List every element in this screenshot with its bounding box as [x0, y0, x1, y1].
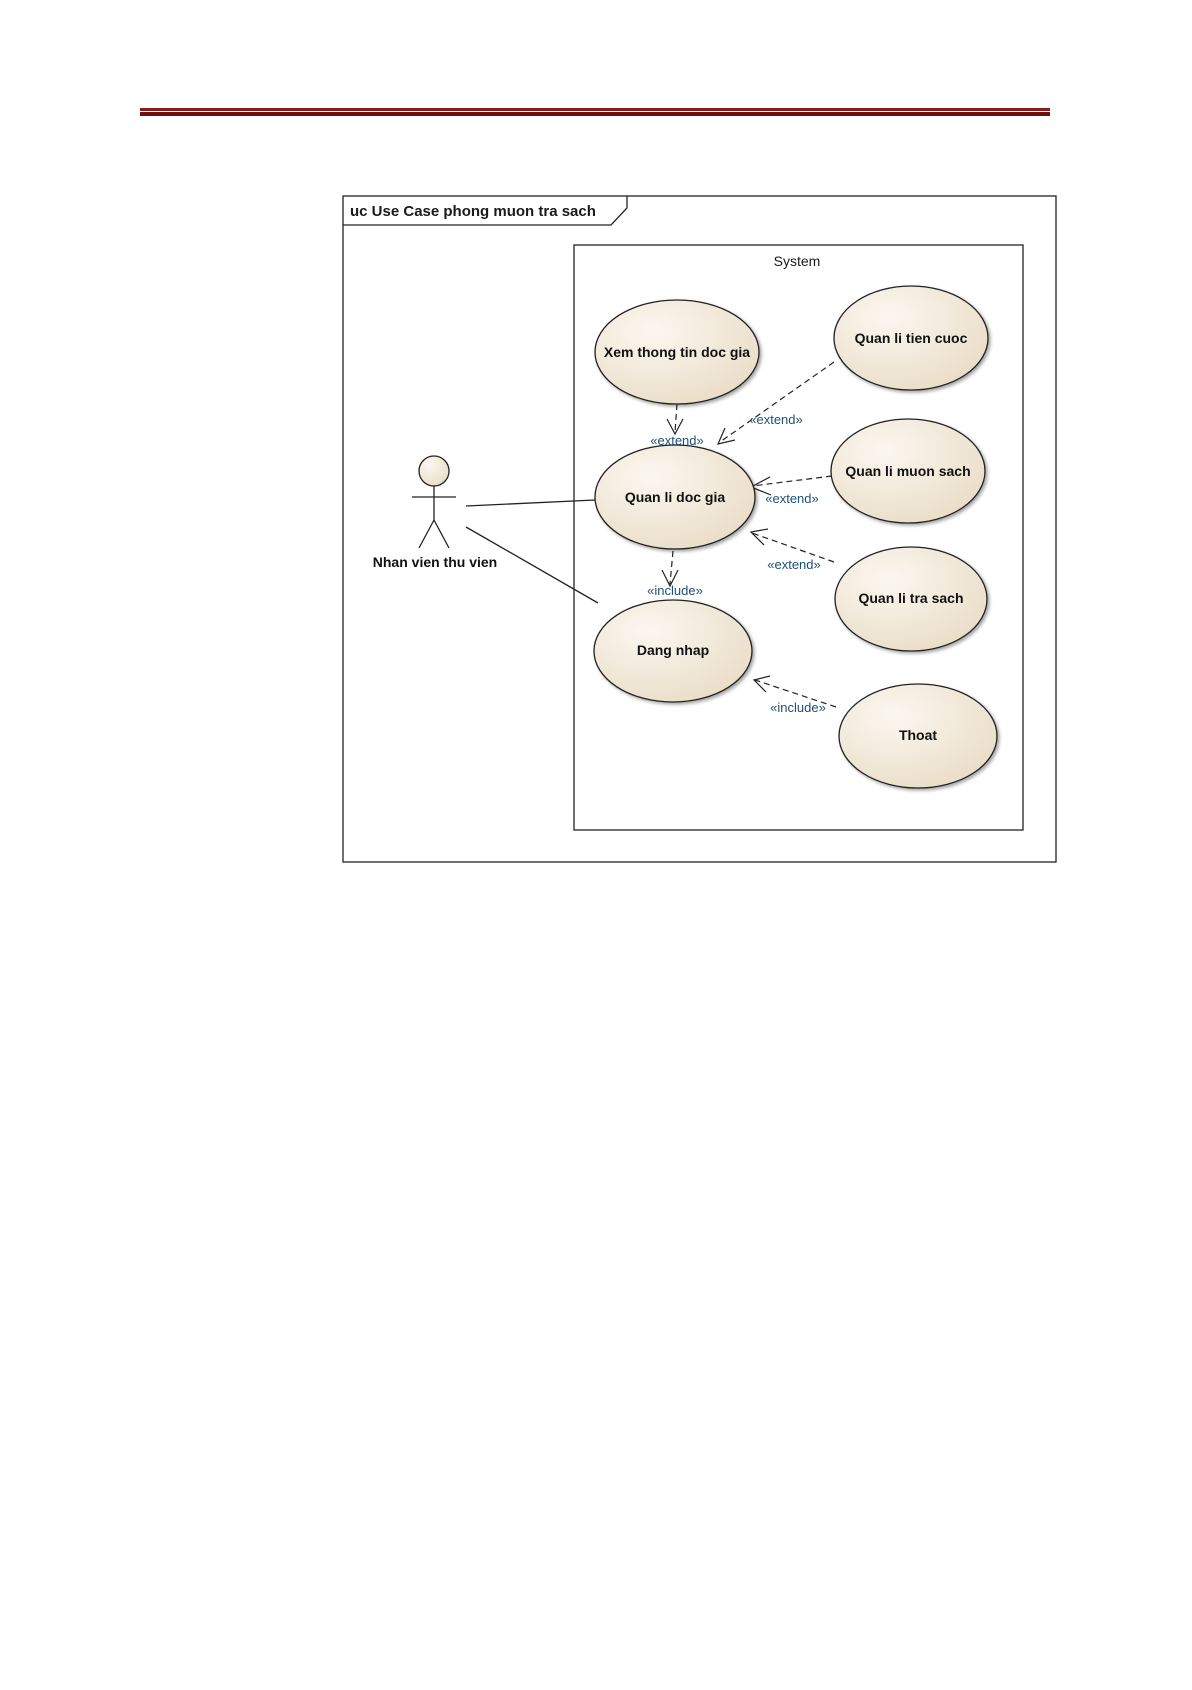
usecase-label: Quan li doc gia — [625, 489, 726, 505]
usecase-quan-li-tra-sach[interactable]: Quan li tra sach — [835, 547, 987, 651]
extend-line-xem-thong-tin — [675, 404, 677, 432]
usecase-quan-li-doc-gia[interactable]: Quan li doc gia — [595, 445, 755, 549]
actor-nhan-vien-thu-vien[interactable]: Nhan vien thu vien — [373, 456, 497, 570]
actor-head-icon — [419, 456, 449, 486]
stereotype-extend-xem-thong-tin: «extend» — [650, 433, 704, 448]
include-line-dang-nhap — [670, 551, 673, 584]
usecase-label: Quan li tra sach — [858, 590, 963, 606]
stereotype-include-dang-nhap: «include» — [647, 583, 703, 598]
stereotype-extend-muon-sach: «extend» — [765, 491, 819, 506]
usecase-quan-li-muon-sach[interactable]: Quan li muon sach — [831, 419, 985, 523]
system-title: System — [774, 253, 821, 269]
usecase-xem-thong-tin-doc-gia[interactable]: Xem thong tin doc gia — [595, 300, 759, 404]
usecase-thoat[interactable]: Thoat — [839, 684, 997, 788]
extend-arrowhead-tien-cuoc — [718, 428, 735, 444]
extend-arrowhead-tra-sach — [751, 529, 768, 545]
usecase-label: Thoat — [899, 727, 937, 743]
usecase-quan-li-tien-cuoc[interactable]: Quan li tien cuoc — [834, 286, 988, 390]
stereotype-include-thoat: «include» — [770, 700, 826, 715]
association-quan-li-doc-gia — [466, 500, 595, 506]
frame-title: uc Use Case phong muon tra sach — [350, 203, 596, 220]
stereotype-extend-tra-sach: «extend» — [767, 557, 821, 572]
header-rule — [140, 108, 1050, 116]
actor-label: Nhan vien thu vien — [373, 554, 497, 570]
usecase-label: Quan li tien cuoc — [855, 330, 968, 346]
usecase-label: Xem thong tin doc gia — [604, 344, 750, 360]
usecase-label: Quan li muon sach — [845, 463, 970, 479]
usecase-dang-nhap[interactable]: Dang nhap — [594, 600, 752, 702]
stereotype-extend-tien-cuoc: «extend» — [749, 412, 803, 427]
extend-line-muon-sach — [752, 476, 832, 486]
associations — [466, 500, 598, 603]
usecase-label: Dang nhap — [637, 642, 709, 658]
